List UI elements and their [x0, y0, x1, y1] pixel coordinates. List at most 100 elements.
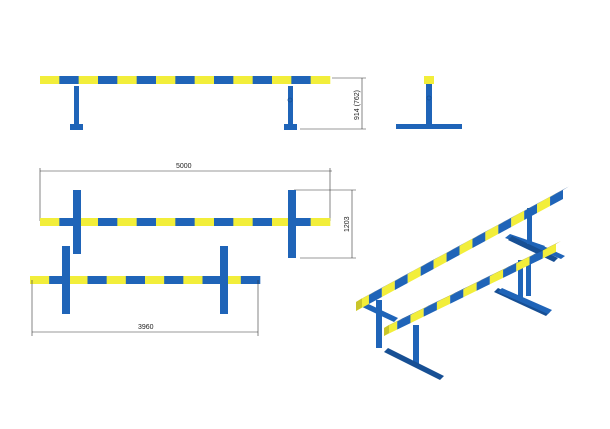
bar-stripe [117, 76, 137, 84]
end-view [396, 76, 462, 129]
beam-stripe-front [485, 225, 499, 241]
top-view-upper-striped-bar [40, 218, 331, 226]
beam-stripe-top [472, 228, 492, 239]
beam-stripe-front [524, 204, 538, 220]
bar-stripe [194, 218, 215, 226]
bar-length-label: 3960 [138, 324, 154, 331]
bar-stripe [164, 276, 184, 284]
beam-stripe-top [550, 186, 569, 197]
side-view-striped-bar [40, 76, 331, 84]
beam-stripe-top [542, 241, 561, 251]
bar-stripe [136, 76, 157, 84]
bar-stripe [78, 76, 99, 84]
beam-stripe-top [498, 214, 518, 225]
bar-stripe [106, 276, 127, 284]
bar-stripe [175, 218, 195, 226]
beam-stripe-top [476, 273, 495, 283]
bar-stripe [78, 218, 99, 226]
bar-stripe [136, 218, 157, 226]
total-length-label: 5000 [176, 163, 192, 170]
beam-stripe-front [537, 197, 551, 213]
top-view-upper-foot-left [73, 190, 81, 254]
beam-stripe-top [381, 277, 401, 288]
bar-stripe [117, 218, 137, 226]
bar-stripe [240, 276, 261, 284]
iso-upper-striped-bar [356, 186, 569, 311]
beam-stripe-front [459, 239, 473, 255]
bar-stripe [59, 218, 79, 226]
bar-stripe [252, 76, 273, 84]
top-view-upper-foot-right [288, 190, 296, 258]
beam-stripe-top [516, 253, 535, 264]
bar-stripe [68, 276, 88, 284]
isometric-view [356, 186, 569, 380]
beam-stripe-top [394, 270, 414, 281]
bar-stripe [125, 276, 146, 284]
top-view-lower-foot-right [220, 246, 228, 314]
beam-stripe-top [423, 299, 442, 309]
beam-stripe-top [420, 256, 440, 267]
beam-stripe-front [489, 269, 504, 285]
beam-stripe-top [397, 312, 416, 322]
beam-stripe-front [503, 263, 517, 278]
beam-stripe-top [485, 221, 505, 232]
beam-stripe-top [450, 286, 469, 296]
bar-stripe [30, 276, 50, 284]
beam-stripe-front [542, 244, 556, 259]
iso-front-supports [384, 262, 552, 380]
beam-stripe-front [446, 246, 460, 262]
width-dimension: 1203 [294, 189, 356, 259]
bar-stripe [214, 218, 234, 226]
bar-stripe [49, 276, 69, 284]
bar-stripe [175, 76, 195, 84]
bar-stripe [233, 76, 253, 84]
side-view-post-right [284, 86, 297, 130]
bar-stripe [156, 76, 176, 84]
beam-stripe-top [537, 193, 557, 204]
beam-stripe-top [433, 249, 453, 260]
beam-stripe-front [397, 315, 411, 330]
bar-stripe [98, 218, 118, 226]
bar-stripe [59, 76, 79, 84]
bar-stripe [194, 76, 215, 84]
total-length-dimension: 5000 [39, 163, 332, 221]
beam-stripe-front [394, 274, 408, 290]
beam-stripe-front [472, 232, 486, 248]
beam-stripe-top [524, 200, 544, 211]
beam-stripe-front [463, 282, 477, 298]
width-dimension-label: 1203 [344, 216, 351, 232]
bar-stripe [87, 276, 107, 284]
bar-stripe [214, 76, 234, 84]
bar-stripe [202, 276, 222, 284]
beam-stripe-front [476, 276, 490, 291]
beam-stripe-front [529, 250, 543, 265]
beam-stripe-top [463, 279, 482, 290]
beam-stripe-front [407, 267, 421, 283]
bar-stripe [40, 218, 60, 226]
bar-stripe [310, 218, 331, 226]
beam-stripe-top [368, 284, 388, 295]
bar-stripe [272, 218, 292, 226]
beam-stripe-front [423, 302, 437, 317]
bar-stripe [40, 76, 60, 84]
beam-stripe-front [436, 295, 451, 311]
bar-stripe [291, 218, 311, 226]
beam-stripe-front [410, 308, 424, 324]
bar-stripe [221, 276, 242, 284]
bar-stripe [310, 76, 331, 84]
beam-stripe-top [489, 266, 509, 277]
beam-stripe-top [459, 235, 479, 246]
top-view-lower-foot-left [62, 246, 70, 314]
beam-stripe-front [381, 281, 395, 297]
bar-stripe [272, 76, 292, 84]
bar-length-dimension: 3960 [31, 280, 259, 336]
beam-stripe-front [516, 256, 530, 272]
beam-stripe-top [446, 242, 466, 253]
beam-end-cap [384, 325, 389, 336]
beam-stripe-front [433, 253, 447, 269]
beam-stripe-front [550, 190, 563, 206]
beam-stripe-front [511, 211, 525, 227]
bar-stripe [145, 276, 165, 284]
beam-stripe-top [529, 247, 548, 257]
